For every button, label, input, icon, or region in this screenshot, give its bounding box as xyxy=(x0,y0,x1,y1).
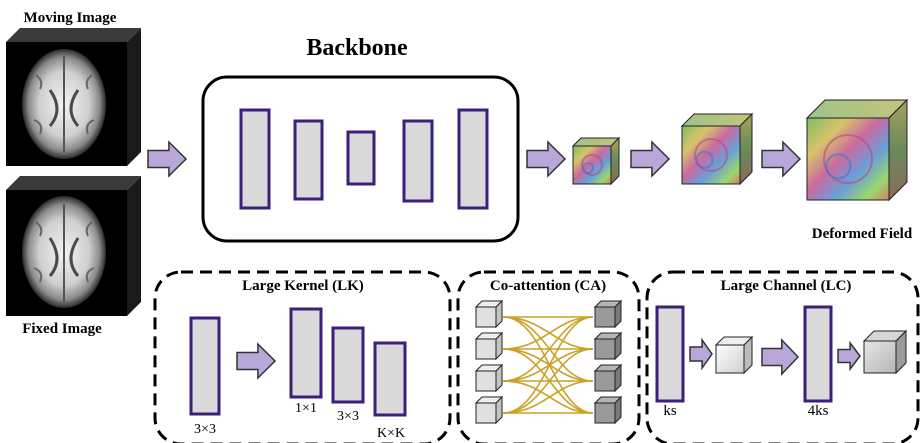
backbone-bars xyxy=(239,108,489,210)
ca-connection xyxy=(502,380,594,414)
moving-image-volume xyxy=(6,28,141,166)
lc-components xyxy=(655,305,908,403)
lc-cube-small xyxy=(714,335,754,375)
lc-bar xyxy=(803,305,833,403)
co-attention-graph xyxy=(474,299,623,425)
fixed-image-label: Fixed Image xyxy=(22,321,102,337)
lk-bar xyxy=(289,307,323,399)
lc-label-4ks: 4ks xyxy=(808,403,829,419)
ca-connection xyxy=(502,316,594,382)
ca-node-left xyxy=(474,395,504,425)
ca-node-right xyxy=(593,331,623,361)
lc-arrow xyxy=(761,338,800,376)
ca-node-right xyxy=(593,395,623,425)
ca-connection xyxy=(502,348,594,382)
lc-cube-large xyxy=(862,329,908,375)
lk-label-kxk: K×K xyxy=(377,426,405,441)
moving-image-label: Moving Image xyxy=(24,10,117,26)
field-swirl xyxy=(582,162,594,174)
lk-module-box xyxy=(153,270,452,443)
ca-connection xyxy=(502,348,594,382)
backbone-bar xyxy=(239,108,271,210)
lk-bar xyxy=(331,326,365,404)
backbone-bar xyxy=(293,119,324,201)
lk-label-3x3-a: 3×3 xyxy=(194,422,216,437)
field-swirl xyxy=(825,153,852,180)
field-swirl xyxy=(694,138,728,172)
field-cube-large xyxy=(805,98,909,202)
ca-node-right xyxy=(593,363,623,393)
lc-bar xyxy=(655,305,685,403)
ca-node-left xyxy=(474,331,504,361)
flow-arrow xyxy=(147,140,188,178)
flow-arrows xyxy=(147,140,802,178)
backbone-box xyxy=(201,75,520,243)
ca-title: Co-attention (CA) xyxy=(490,278,606,294)
backbone-title: Backbone xyxy=(306,35,408,61)
flow-arrow xyxy=(526,140,567,178)
deformation-field-cubes xyxy=(571,98,909,202)
deformed-field-label: Deformed Field xyxy=(812,226,913,242)
fixed-image-volume xyxy=(6,176,141,316)
lk-arrow xyxy=(236,342,277,380)
lk-bar xyxy=(373,341,407,417)
lk-bar xyxy=(189,316,221,416)
ca-node-right xyxy=(593,299,623,329)
ca-connection xyxy=(502,316,594,350)
ca-module-box xyxy=(456,270,641,443)
lc-arrow xyxy=(837,340,861,372)
backbone-bar xyxy=(457,108,489,210)
lk-label-3x3-b: 3×3 xyxy=(337,409,359,424)
flow-arrow xyxy=(630,140,671,178)
lk-label-1x1: 1×1 xyxy=(295,401,317,416)
lc-arrow xyxy=(689,337,713,371)
ca-node-left xyxy=(474,363,504,393)
lc-label-ks: ks xyxy=(663,403,677,419)
ca-connection xyxy=(502,348,594,414)
backbone-bar xyxy=(402,119,434,203)
field-cube-medium xyxy=(680,112,754,186)
ca-connection xyxy=(502,316,594,414)
field-swirl xyxy=(695,150,714,169)
lk-title: Large Kernel (LK) xyxy=(242,278,364,294)
lk-bars xyxy=(189,307,407,417)
ca-node-left xyxy=(474,299,504,329)
lc-title: Large Channel (LC) xyxy=(721,278,852,294)
field-swirl xyxy=(581,154,603,176)
flow-arrow xyxy=(761,140,802,178)
field-cube-small xyxy=(571,136,621,186)
backbone-bar xyxy=(346,130,376,186)
field-swirl xyxy=(823,134,873,184)
